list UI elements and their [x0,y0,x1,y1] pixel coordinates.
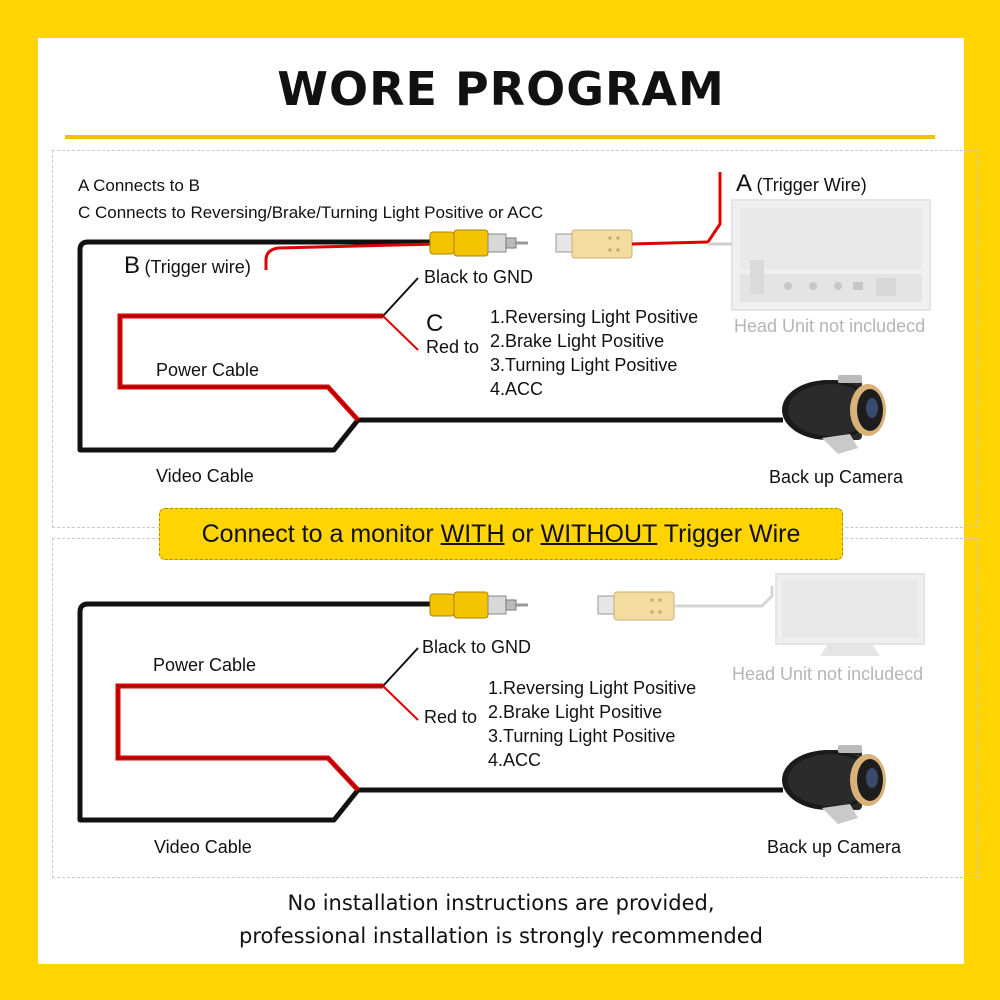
top-target-3: 3.Turning Light Positive [490,355,678,375]
bottom-power-cable-label: Power Cable [153,655,257,675]
bottom-backup-camera-label: Back up Camera [767,837,902,857]
top-video-cable [77,239,783,453]
top-trigger-wire-a [631,172,722,246]
top-target-2: 2.Brake Light Positive [490,331,665,351]
top-rca-female-plug [555,229,633,259]
top-black-to-gnd: Black to GND [424,267,534,287]
bottom-rca-male-plug [429,591,528,619]
bottom-backup-camera-illustration [782,745,886,824]
bottom-target-1: 1.Reversing Light Positive [488,678,697,698]
top-head-unit-label: Head Unit not includecd [734,316,926,336]
notice-line1: No installation instructions are provide… [287,891,715,915]
top-head-unit-illustration [731,199,931,311]
banner-prefix: Connect to a monitor [201,519,441,548]
banner-without: WITHOUT [540,519,658,548]
top-backup-camera-illustration [782,375,886,454]
top-note-line2: C Connects to Reversing/Brake/Turning Li… [78,203,544,222]
title-underline [65,135,935,139]
bottom-target-3: 3.Turning Light Positive [488,726,676,746]
label-a-letter: A [736,170,753,197]
top-target-1: 1.Reversing Light Positive [490,307,699,327]
banner-middle: or [504,519,541,548]
notice-line2: professional installation is strongly re… [239,924,763,948]
content-card: WORE PROGRAM [38,38,978,964]
bottom-target-4: 4.ACC [488,750,542,770]
bottom-black-to-gnd: Black to GND [422,637,532,657]
top-power-cable-red [117,313,383,422]
banner-with: WITH [440,519,505,548]
bottom-video-cable [77,601,783,823]
bottom-head-unit-illustration [775,573,925,656]
label-b-letter: B [124,252,141,279]
top-red-to: Red to [426,337,480,357]
bottom-video-cable-label: Video Cable [154,837,252,857]
bottom-rca-female-plug [597,591,675,621]
label-a-text: (Trigger Wire) [756,175,867,195]
top-red-to-wire [382,315,419,351]
top-note-line1: A Connects to B [78,176,200,195]
label-b-text: (Trigger wire) [144,257,251,277]
label-c-letter: C [426,310,444,337]
bottom-red-to-wire [382,685,419,721]
top-trigger-wire-b [264,242,439,270]
top-video-cable-label: Video Cable [156,466,254,486]
label-a: A (Trigger Wire) [736,170,867,198]
connect-banner: Connect to a monitor WITH or WITHOUT Tri… [159,508,843,560]
label-b: B (Trigger wire) [124,252,251,280]
bottom-red-to: Red to [424,707,478,727]
top-power-cable-label: Power Cable [156,360,260,380]
top-gnd-wire [382,277,419,317]
banner-suffix: Trigger Wire [657,519,801,548]
bottom-head-unit-label: Head Unit not includecd [732,664,924,684]
top-target-4: 4.ACC [490,379,544,399]
bottom-power-cable-red [115,683,383,792]
top-backup-camera-label: Back up Camera [769,467,904,487]
page-title: WORE PROGRAM [277,62,725,116]
top-rca-male-plug [429,229,528,257]
bottom-gnd-wire [382,647,419,687]
bottom-target-2: 2.Brake Light Positive [488,702,663,722]
wiring-diagram [77,172,931,824]
